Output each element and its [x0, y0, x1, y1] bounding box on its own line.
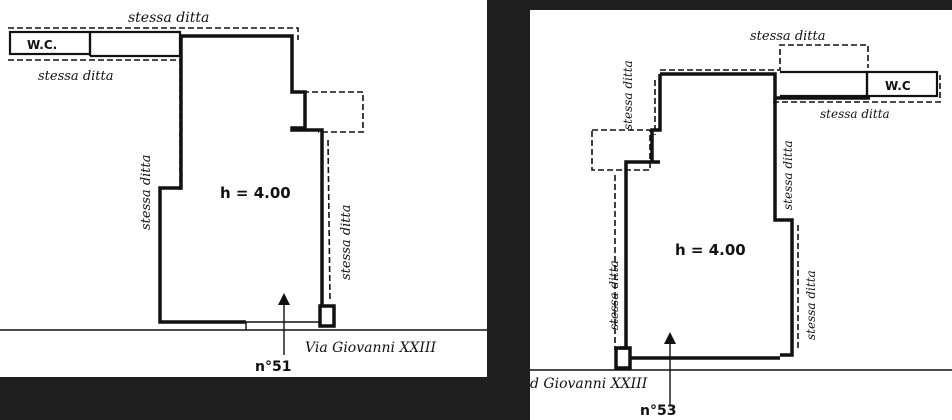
neighbor-label-right-side: stessa ditta — [804, 270, 818, 340]
entrance-arrow — [664, 332, 676, 405]
neighbor-label-right-top: stessa ditta — [820, 107, 890, 121]
street-line — [0, 321, 487, 331]
height-label: h = 4.00 — [675, 241, 746, 259]
floor-plan-left-drawing: stessa ditta stessa ditta stessa ditta s… — [0, 10, 487, 375]
wc-label: W.C — [885, 79, 911, 93]
floor-plan-left: stessa ditta stessa ditta stessa ditta s… — [0, 0, 487, 377]
neighbor-label-left-top: stessa ditta — [38, 69, 114, 84]
neighbor-label-left-side: stessa ditta — [139, 155, 154, 231]
neighbor-label-right-side: stessa ditta — [339, 205, 354, 281]
wc-label: W.C. — [27, 38, 57, 52]
entrance-arrow — [278, 293, 290, 355]
civic-number-label: n°51 — [255, 359, 291, 375]
height-label: h = 4.00 — [220, 184, 291, 202]
neighbor-label-top: stessa ditta — [750, 29, 826, 44]
floor-plan-right: stessa ditta stessa ditta stessa ditta s… — [530, 10, 952, 420]
room-walls — [614, 72, 870, 370]
neighbor-label-top: stessa ditta — [128, 10, 209, 26]
room-walls — [158, 34, 336, 328]
floor-plan-right-drawing: stessa ditta stessa ditta stessa ditta s… — [530, 29, 952, 419]
neighbor-label-left-top: stessa ditta — [621, 60, 635, 130]
street-label: d Giovanni XXIII — [530, 376, 648, 392]
street-label: Via Giovanni XXIII — [305, 340, 436, 356]
civic-number-label: n°53 — [640, 403, 676, 419]
neighbor-label-left-side: stessa ditta — [607, 260, 621, 330]
neighbor-label-right-mid: stessa ditta — [781, 140, 795, 210]
wc-room — [780, 70, 939, 98]
